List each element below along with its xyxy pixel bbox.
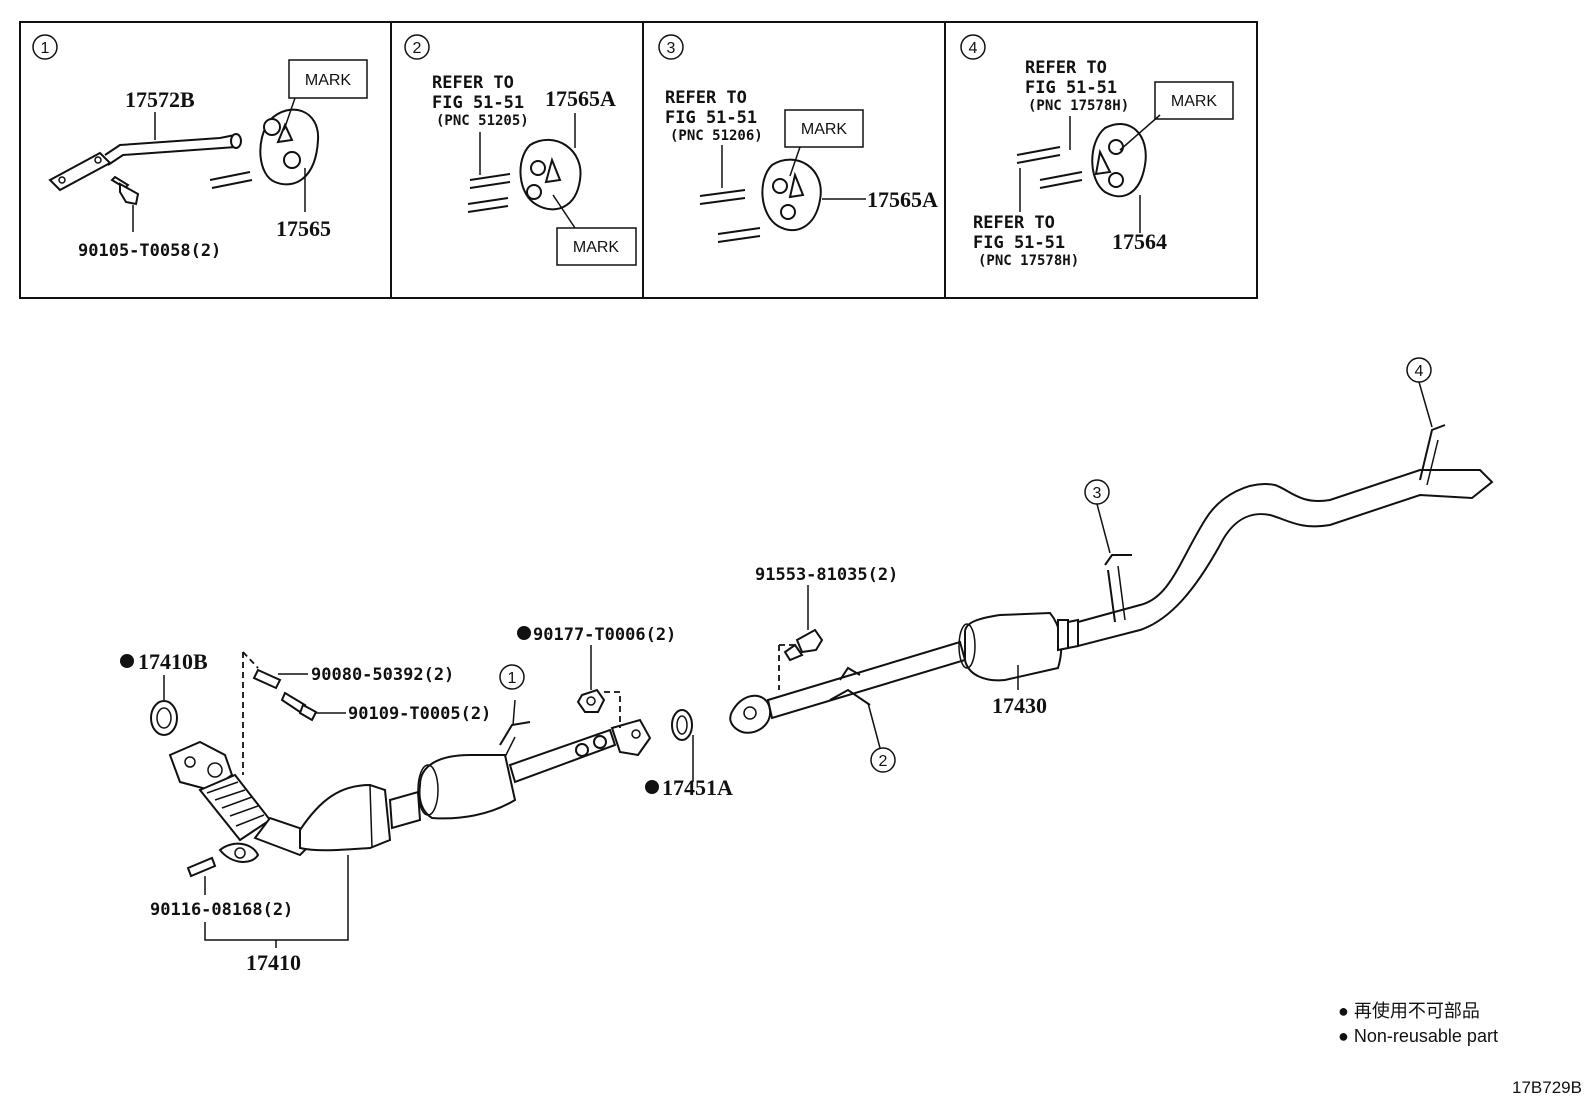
svg-text:3: 3 xyxy=(1093,485,1102,502)
refer-bottom-line-1: REFER TO xyxy=(973,213,1055,233)
refer-top-line-2: FIG 51-51 xyxy=(1025,78,1117,98)
mark-label: MARK xyxy=(305,72,352,89)
non-reusable-dot xyxy=(120,654,134,668)
detail-panel-3: 3 REFER TO FIG 51-51 (PNC 51206) MARK 17… xyxy=(658,34,938,243)
part-label-17410B: 17410B xyxy=(138,649,208,674)
refer-bottom-line-3: (PNC 17578H) xyxy=(978,253,1079,269)
refer-line-2: FIG 51-51 xyxy=(432,93,524,113)
tailpipe-assembly xyxy=(729,424,1494,734)
detail-panel-4: 4 REFER TO FIG 51-51 (PNC 17578H) REFER … xyxy=(960,34,1234,269)
non-reusable-dot xyxy=(517,626,531,640)
non-reusable-dot xyxy=(645,780,659,794)
part-label-17410: 17410 xyxy=(246,950,301,975)
part-label-90109: 90109-T0005(2) xyxy=(348,704,491,724)
part-label-17572B: 17572B xyxy=(125,87,195,112)
part-label-90177: 90177-T0006(2) xyxy=(533,625,676,645)
detail-panels xyxy=(19,21,1258,299)
part-label-17451A: 17451A xyxy=(662,775,733,800)
part-label-17564: 17564 xyxy=(1112,229,1167,254)
main-part-labels: 17410B 90080-50392(2) 90109-T0005(2) 901… xyxy=(120,565,1047,975)
part-label-17565: 17565 xyxy=(276,216,331,241)
nut-90177 xyxy=(576,688,606,713)
callout-2: 2 xyxy=(867,702,896,773)
legend-line-ja: ● 再使用不可部品 xyxy=(1338,1001,1480,1021)
part-label-17565A: 17565A xyxy=(867,187,938,212)
refer-line-2: FIG 51-51 xyxy=(665,108,757,128)
gasket-17410B xyxy=(150,700,178,736)
panel-index: 1 xyxy=(41,40,50,57)
refer-bottom-line-2: FIG 51-51 xyxy=(973,233,1065,253)
svg-text:2: 2 xyxy=(879,753,888,770)
part-label-90080: 90080-50392(2) xyxy=(311,665,454,685)
part-label-90116: 90116-08168(2) xyxy=(150,900,293,920)
part-label-91553: 91553-81035(2) xyxy=(755,565,898,585)
mark-box xyxy=(288,59,368,99)
mark-label: MARK xyxy=(801,121,848,138)
stud-90116 xyxy=(186,856,217,878)
panel-index: 4 xyxy=(969,40,978,57)
detail-panel-2: 2 REFER TO FIG 51-51 (PNC 51205) 17565A … xyxy=(404,34,637,266)
rubber-mount xyxy=(209,108,320,189)
figure-code: 17B729B xyxy=(1512,1078,1582,1097)
detail-panel-1: 1 17572B 90105-T0058(2) 17565 xyxy=(32,34,368,261)
part-label-17565A: 17565A xyxy=(545,86,616,111)
panel-index-circle xyxy=(32,34,58,60)
stud-90080 xyxy=(252,668,282,690)
legend: ● 再使用不可部品 ● Non-reusable part xyxy=(1338,1001,1498,1046)
bolt-91553 xyxy=(783,628,824,662)
bolt-90109 xyxy=(280,691,318,722)
callout-3: 3 xyxy=(1084,479,1111,554)
refer-top-line-1: REFER TO xyxy=(1025,58,1107,78)
legend-line-en: ● Non-reusable part xyxy=(1338,1026,1498,1046)
front-exhaust-pipe-assembly xyxy=(168,699,652,863)
rubber-mount xyxy=(467,139,582,213)
panel-index: 3 xyxy=(667,40,676,57)
bolt xyxy=(110,175,140,232)
mark-box xyxy=(1154,81,1234,120)
refer-line-3: (PNC 51205) xyxy=(436,113,529,129)
refer-line-3: (PNC 51206) xyxy=(670,128,763,144)
mark-label: MARK xyxy=(1171,93,1218,110)
part-label-90105: 90105-T0058(2) xyxy=(78,241,221,261)
refer-top-line-3: (PNC 17578H) xyxy=(1028,98,1129,114)
callout-4: 4 xyxy=(1406,357,1433,428)
svg-text:1: 1 xyxy=(508,670,517,687)
gasket-17451A xyxy=(671,709,693,741)
rubber-mount xyxy=(1016,122,1147,198)
mark-label: MARK xyxy=(573,239,620,256)
svg-text:4: 4 xyxy=(1415,363,1424,380)
panel-index: 2 xyxy=(413,40,422,57)
callout-1: 1 xyxy=(499,664,525,690)
rubber-mount xyxy=(699,158,822,243)
mark-box xyxy=(784,109,864,148)
refer-line-1: REFER TO xyxy=(432,73,514,93)
hanger-rod xyxy=(48,133,242,192)
part-label-17430: 17430 xyxy=(992,693,1047,718)
refer-line-1: REFER TO xyxy=(665,88,747,108)
mark-box xyxy=(556,227,637,266)
